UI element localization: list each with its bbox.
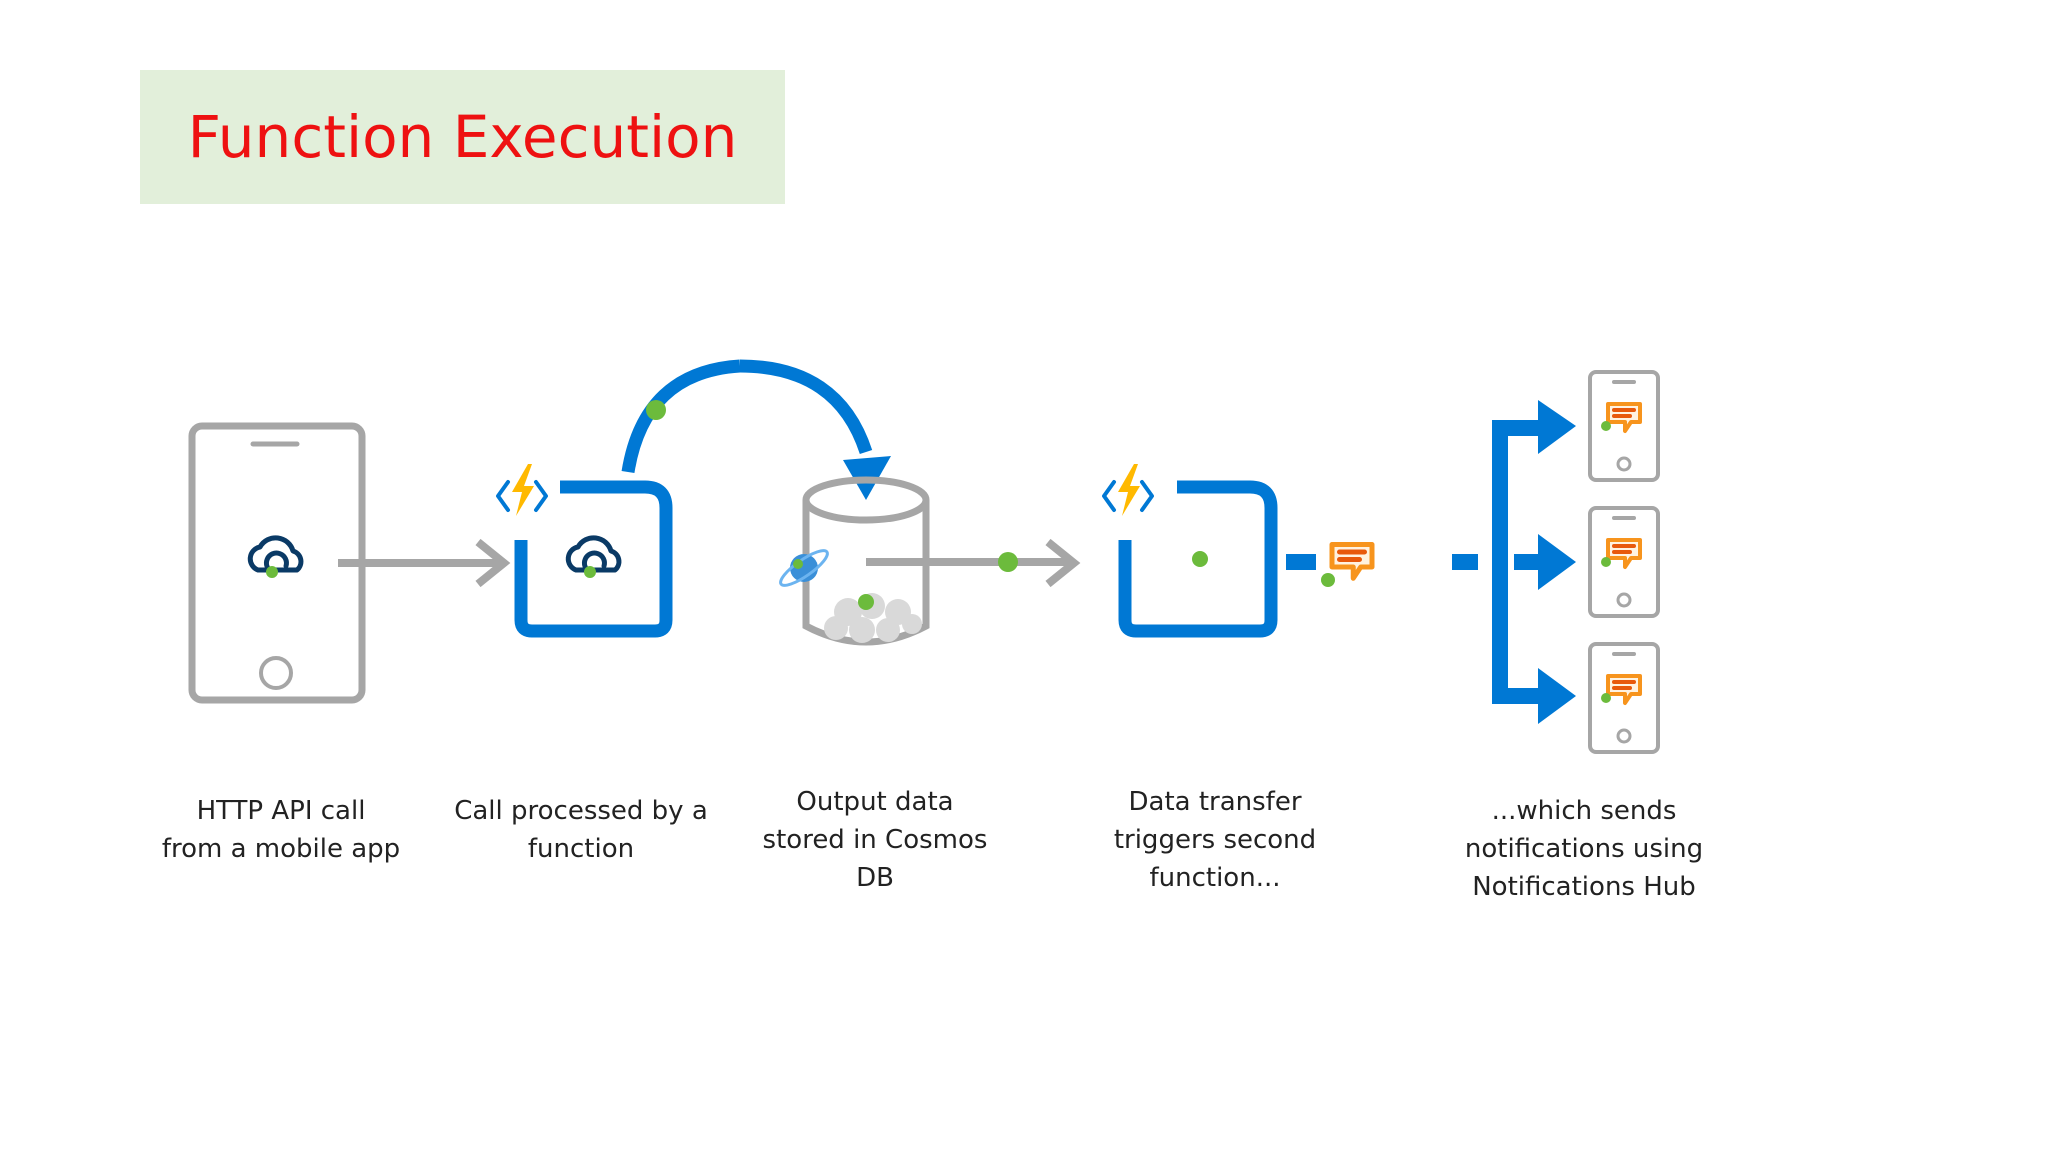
caption-line: notifications using — [1464, 834, 1704, 864]
caption-line: Output data — [796, 787, 954, 817]
azure-function-icon — [496, 462, 673, 638]
caption-line: Data transfer — [1128, 787, 1302, 817]
page-title: Function Execution — [187, 103, 738, 171]
cosmos-db-icon — [779, 476, 930, 646]
notification-connector — [1286, 545, 1372, 587]
step-caption-5: ...which sends notifications using Notif… — [1434, 792, 1734, 906]
caption-line: DB — [856, 863, 894, 893]
notification-phone-1 — [1590, 372, 1658, 480]
step-caption-4: Data transfer triggers second function..… — [1090, 783, 1340, 897]
caption-line: HTTP API call — [196, 796, 366, 826]
fan-out-arrows — [1452, 400, 1576, 724]
azure-function-icon-second — [1102, 462, 1278, 638]
caption-line: triggers second — [1113, 825, 1317, 855]
flow-arrow-2 — [866, 538, 1081, 588]
caption-line: function... — [1149, 863, 1281, 893]
step-caption-2: Call processed by a function — [441, 792, 721, 868]
caption-line: stored in Cosmos — [762, 825, 988, 855]
caption-line: from a mobile app — [161, 834, 401, 864]
notification-phone-2 — [1590, 508, 1658, 616]
flow-arrow-1 — [338, 538, 511, 588]
caption-line: Notifications Hub — [1472, 872, 1696, 902]
step-caption-3: Output data stored in Cosmos DB — [750, 783, 1000, 897]
mobile-phone-icon — [188, 422, 366, 704]
caption-line: function — [527, 834, 635, 864]
title-banner: Function Execution — [140, 70, 785, 204]
notification-phone-3 — [1590, 644, 1658, 752]
caption-line: Call processed by a — [454, 796, 708, 826]
step-caption-1: HTTP API call from a mobile app — [146, 792, 416, 868]
planet-icon — [779, 549, 829, 587]
caption-line: ...which sends — [1491, 796, 1677, 826]
